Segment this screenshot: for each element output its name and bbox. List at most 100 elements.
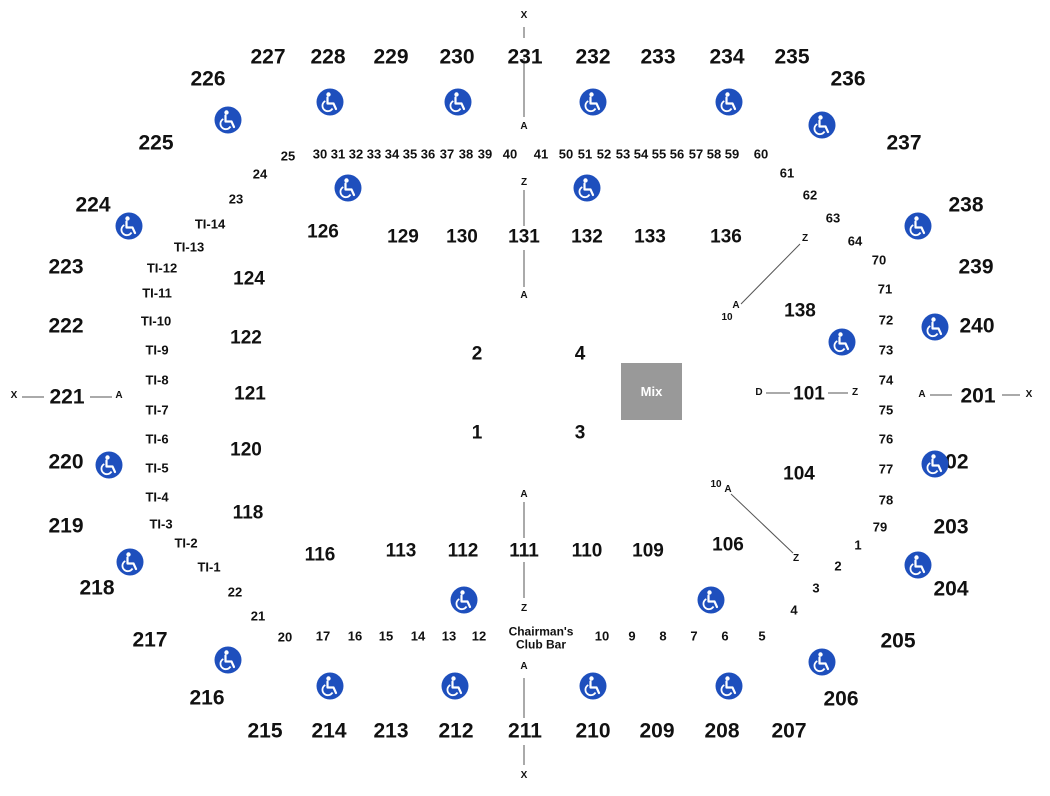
row-62: 62 [802, 187, 818, 203]
row-1: 1 [854, 537, 862, 553]
section-106: 106 [712, 534, 744, 556]
row-15: 15 [378, 628, 394, 644]
section-235: 235 [774, 45, 810, 69]
row-70: 70 [871, 252, 887, 268]
floor-section-2: 2 [471, 343, 483, 365]
wheelchair-icon [450, 586, 478, 614]
aisle-a-a: A [520, 290, 528, 301]
aisle-a-a: A [115, 390, 123, 401]
section-110: 110 [571, 540, 603, 562]
wheelchair-icon [921, 313, 949, 341]
section-113: 113 [385, 540, 417, 562]
section-236: 236 [830, 67, 866, 91]
section-126: 126 [307, 221, 339, 243]
section-207: 207 [771, 719, 807, 743]
section-138: 138 [784, 300, 816, 322]
row-38: 38 [458, 146, 474, 162]
section-216: 216 [189, 686, 225, 710]
wheelchair-icon [715, 88, 743, 116]
row-37: 37 [439, 146, 455, 162]
row-24: 24 [252, 166, 268, 182]
row-2: 2 [834, 558, 842, 574]
row-23: 23 [228, 191, 244, 207]
tier-ti-10: TI-10 [140, 313, 172, 329]
section-232: 232 [575, 45, 611, 69]
row-8: 8 [659, 628, 667, 644]
section-228: 228 [310, 45, 346, 69]
section-221: 221 [49, 385, 85, 409]
section-116: 116 [304, 544, 336, 566]
tier-ti-6: TI-6 [145, 431, 169, 447]
row-51: 51 [577, 146, 593, 162]
section-104: 104 [783, 463, 815, 485]
tier-ti-1: TI-1 [197, 559, 221, 575]
row-40: 40 [502, 146, 518, 162]
section-209: 209 [639, 719, 675, 743]
row-78: 78 [878, 492, 894, 508]
row-7: 7 [690, 628, 698, 644]
row-20: 20 [277, 629, 293, 645]
wheelchair-icon [316, 672, 344, 700]
row-30: 30 [312, 146, 328, 162]
row-55: 55 [651, 146, 667, 162]
row-4: 4 [790, 602, 798, 618]
section-208: 208 [704, 719, 740, 743]
row-57: 57 [688, 146, 704, 162]
wheelchair-icon [715, 672, 743, 700]
section-222: 222 [48, 314, 84, 338]
wheelchair-icon [214, 106, 242, 134]
section-240: 240 [959, 314, 995, 338]
row-39: 39 [477, 146, 493, 162]
row-32: 32 [348, 146, 364, 162]
wheelchair-icon [334, 174, 362, 202]
aisle-x-x: X [520, 770, 528, 781]
section-212: 212 [438, 719, 474, 743]
row-35: 35 [402, 146, 418, 162]
section-224: 224 [75, 193, 111, 217]
wheelchair-icon [573, 174, 601, 202]
section-111: 111 [509, 540, 539, 562]
row-13: 13 [441, 628, 457, 644]
row-72: 72 [878, 312, 894, 328]
section-219: 219 [48, 514, 84, 538]
tier-ti-14: TI-14 [194, 216, 226, 232]
row-33: 33 [366, 146, 382, 162]
row-3: 3 [812, 580, 820, 596]
row-5: 5 [758, 628, 766, 644]
section-239: 239 [958, 255, 994, 279]
row-54: 54 [633, 146, 649, 162]
wheelchair-icon [441, 672, 469, 700]
section-204: 204 [933, 577, 969, 601]
tier-ti-11: TI-11 [142, 285, 172, 301]
row-79: 79 [872, 519, 888, 535]
row-25: 25 [280, 148, 296, 164]
wheelchair-icon [95, 451, 123, 479]
wheelchair-icon [904, 212, 932, 240]
row-21: 21 [250, 608, 266, 624]
section-231: 231 [507, 45, 543, 69]
section-203: 203 [933, 515, 969, 539]
row-50: 50 [558, 146, 574, 162]
floor-section-4: 4 [574, 343, 586, 365]
aisle-x-x: X [1025, 389, 1033, 400]
row-64: 64 [847, 233, 863, 249]
wheelchair-icon [697, 586, 725, 614]
wheelchair-icon [828, 328, 856, 356]
row-6: 6 [721, 628, 729, 644]
aisle-x-x: X [520, 10, 528, 21]
tier-ti-3: TI-3 [149, 516, 173, 532]
section-214: 214 [311, 719, 347, 743]
section-129: 129 [387, 226, 419, 248]
tier-ti-2: TI-2 [174, 535, 198, 551]
row-41: 41 [533, 146, 549, 162]
section-136: 136 [710, 226, 742, 248]
row-53: 53 [615, 146, 631, 162]
tier-ti-8: TI-8 [145, 372, 169, 388]
row-71: 71 [877, 281, 893, 297]
section-217: 217 [132, 628, 168, 652]
wheelchair-icon [116, 548, 144, 576]
row-16: 16 [347, 628, 363, 644]
